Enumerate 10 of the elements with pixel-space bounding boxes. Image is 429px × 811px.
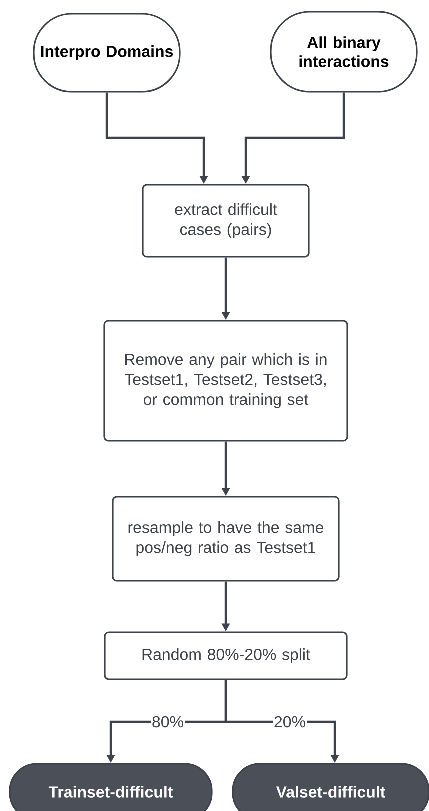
terminal-box: All binary interactions — [270, 11, 418, 93]
process-box: Remove any pair which is in Testset1, Testset2, Testset3, or common training set — [104, 320, 348, 442]
process-box: resample to have the same pos/neg ratio as Testset1 — [112, 496, 340, 582]
edge-label: 20% — [273, 715, 307, 729]
terminal-box: Trainset-difficult — [9, 763, 213, 811]
terminal-box: Interpro Domains — [33, 13, 181, 93]
process-box: extract difficult cases (pairs) — [142, 184, 310, 258]
terminal-box: Valset-difficult — [232, 763, 429, 811]
process-box: Random 80%-20% split — [104, 632, 348, 680]
edge-label: 80% — [151, 715, 186, 729]
